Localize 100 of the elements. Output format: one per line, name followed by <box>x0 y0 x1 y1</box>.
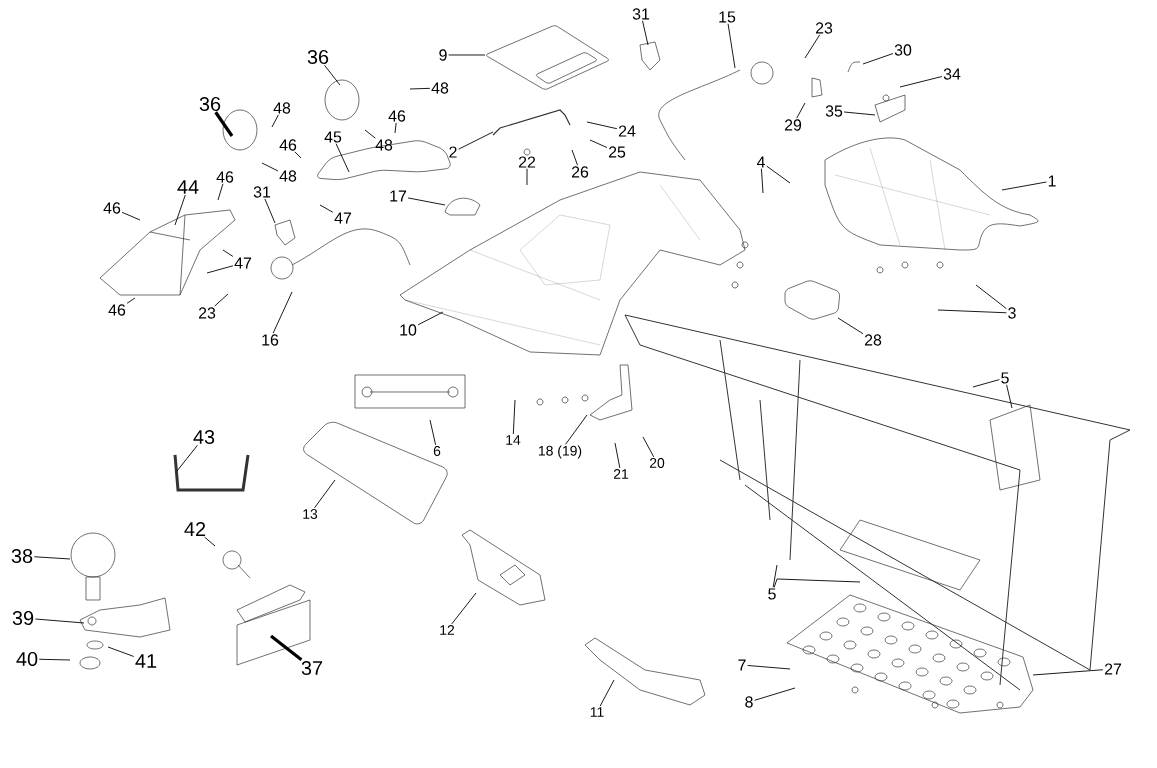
leader-line <box>324 64 341 86</box>
callout-number: 45 <box>324 131 342 143</box>
callout-number: 48 <box>431 82 449 94</box>
leader-line <box>364 129 376 139</box>
callout-number: 12 <box>440 625 455 635</box>
callout-number: 9 <box>439 49 447 61</box>
callout-number: 24 <box>618 125 636 137</box>
callout-number: 35 <box>825 105 843 117</box>
callout-number: 48 <box>375 139 393 151</box>
leader-line <box>975 284 1007 310</box>
callout-number: 48 <box>273 102 291 114</box>
leader-line <box>642 20 649 46</box>
callout-number: 38 <box>11 548 33 564</box>
leader-line <box>33 556 71 560</box>
leader-line <box>843 111 876 116</box>
leader-line <box>319 204 334 213</box>
callout-number: 5 <box>1001 372 1009 384</box>
leader-line <box>599 679 615 707</box>
leader-line <box>335 143 350 173</box>
leader-line <box>862 53 894 65</box>
callout-number: 47 <box>334 212 352 224</box>
leader-line <box>512 399 516 435</box>
callout-number: 10 <box>400 324 417 336</box>
leader-line <box>614 442 621 469</box>
callout-number: 3 <box>1008 307 1016 319</box>
leader-line <box>270 634 303 661</box>
callout-number: 16 <box>262 334 279 346</box>
leader-line <box>407 197 446 206</box>
leader-line <box>217 183 224 201</box>
leader-line <box>747 665 791 670</box>
leader-line <box>272 291 293 334</box>
leader-line <box>204 536 216 547</box>
leader-line <box>754 687 796 701</box>
leader-line <box>899 76 943 88</box>
leader-line <box>126 297 136 304</box>
callout-number: 44 <box>177 180 199 194</box>
leader-line <box>586 121 618 130</box>
callout-number: 40 <box>16 651 38 667</box>
leader-line <box>214 111 234 137</box>
callout-number: 23 <box>815 22 833 34</box>
leader-line <box>214 293 229 307</box>
callout-number: 30 <box>894 44 912 56</box>
callout-number: 41 <box>135 654 157 668</box>
leader-line <box>761 168 764 194</box>
callout-number: 28 <box>864 334 882 346</box>
leader-line <box>34 618 85 624</box>
callout-number: 8 <box>745 696 753 708</box>
callout-number: 39 <box>12 610 34 626</box>
callout-number: 13 <box>303 509 318 519</box>
leader-line <box>206 265 234 274</box>
leader-line <box>448 54 486 56</box>
callout-number: 5 <box>768 588 776 600</box>
leader-line <box>38 658 71 661</box>
callout-number: 25 <box>608 146 626 158</box>
leader-line <box>565 414 588 445</box>
leader-line <box>176 444 198 472</box>
callout-number: 22 <box>518 156 536 168</box>
callout-number: 11 <box>590 707 604 717</box>
callout-number: 14 <box>506 435 521 445</box>
callout-number: 2 <box>449 146 457 158</box>
leader-line <box>314 479 336 509</box>
callout-number: 20 <box>649 458 665 468</box>
leader-line <box>972 379 1000 388</box>
leader-line <box>589 139 608 148</box>
leader-line <box>394 122 397 134</box>
leader-line <box>107 646 135 657</box>
callout-number: 29 <box>784 119 802 131</box>
callout-number: 36 <box>307 49 329 65</box>
leader-line <box>766 165 791 184</box>
callout-number: 46 <box>216 171 234 183</box>
leader-line <box>261 162 279 172</box>
callout-number: 31 <box>253 186 271 198</box>
callout-number: 36 <box>199 96 221 112</box>
leader-line <box>772 564 778 588</box>
leader-line <box>773 578 861 588</box>
leader-line <box>796 102 806 119</box>
callout-number: 43 <box>193 429 215 445</box>
callout-number: 31 <box>632 8 650 20</box>
callout-number: 42 <box>184 522 206 536</box>
callout-number: 46 <box>279 139 297 151</box>
leader-line <box>642 436 655 458</box>
leader-line <box>294 151 302 159</box>
leader-line <box>429 419 437 446</box>
callout-number: 26 <box>571 166 589 178</box>
leader-line <box>264 198 276 224</box>
leader-line <box>571 149 578 166</box>
leader-line <box>937 309 1007 314</box>
leader-line <box>451 592 477 625</box>
leader-line <box>804 34 821 59</box>
callout-number: 17 <box>390 190 407 202</box>
leader-line <box>458 131 494 150</box>
callout-number: 4 <box>756 156 765 168</box>
leader-line <box>1006 384 1013 409</box>
leader-line <box>526 168 528 186</box>
leader-line <box>1001 181 1047 191</box>
callout-number: 47 <box>234 257 252 269</box>
leader-line <box>222 249 234 257</box>
callout-number: 27 <box>1104 663 1122 675</box>
leader-line <box>837 317 864 335</box>
callout-number: 23 <box>198 307 216 319</box>
